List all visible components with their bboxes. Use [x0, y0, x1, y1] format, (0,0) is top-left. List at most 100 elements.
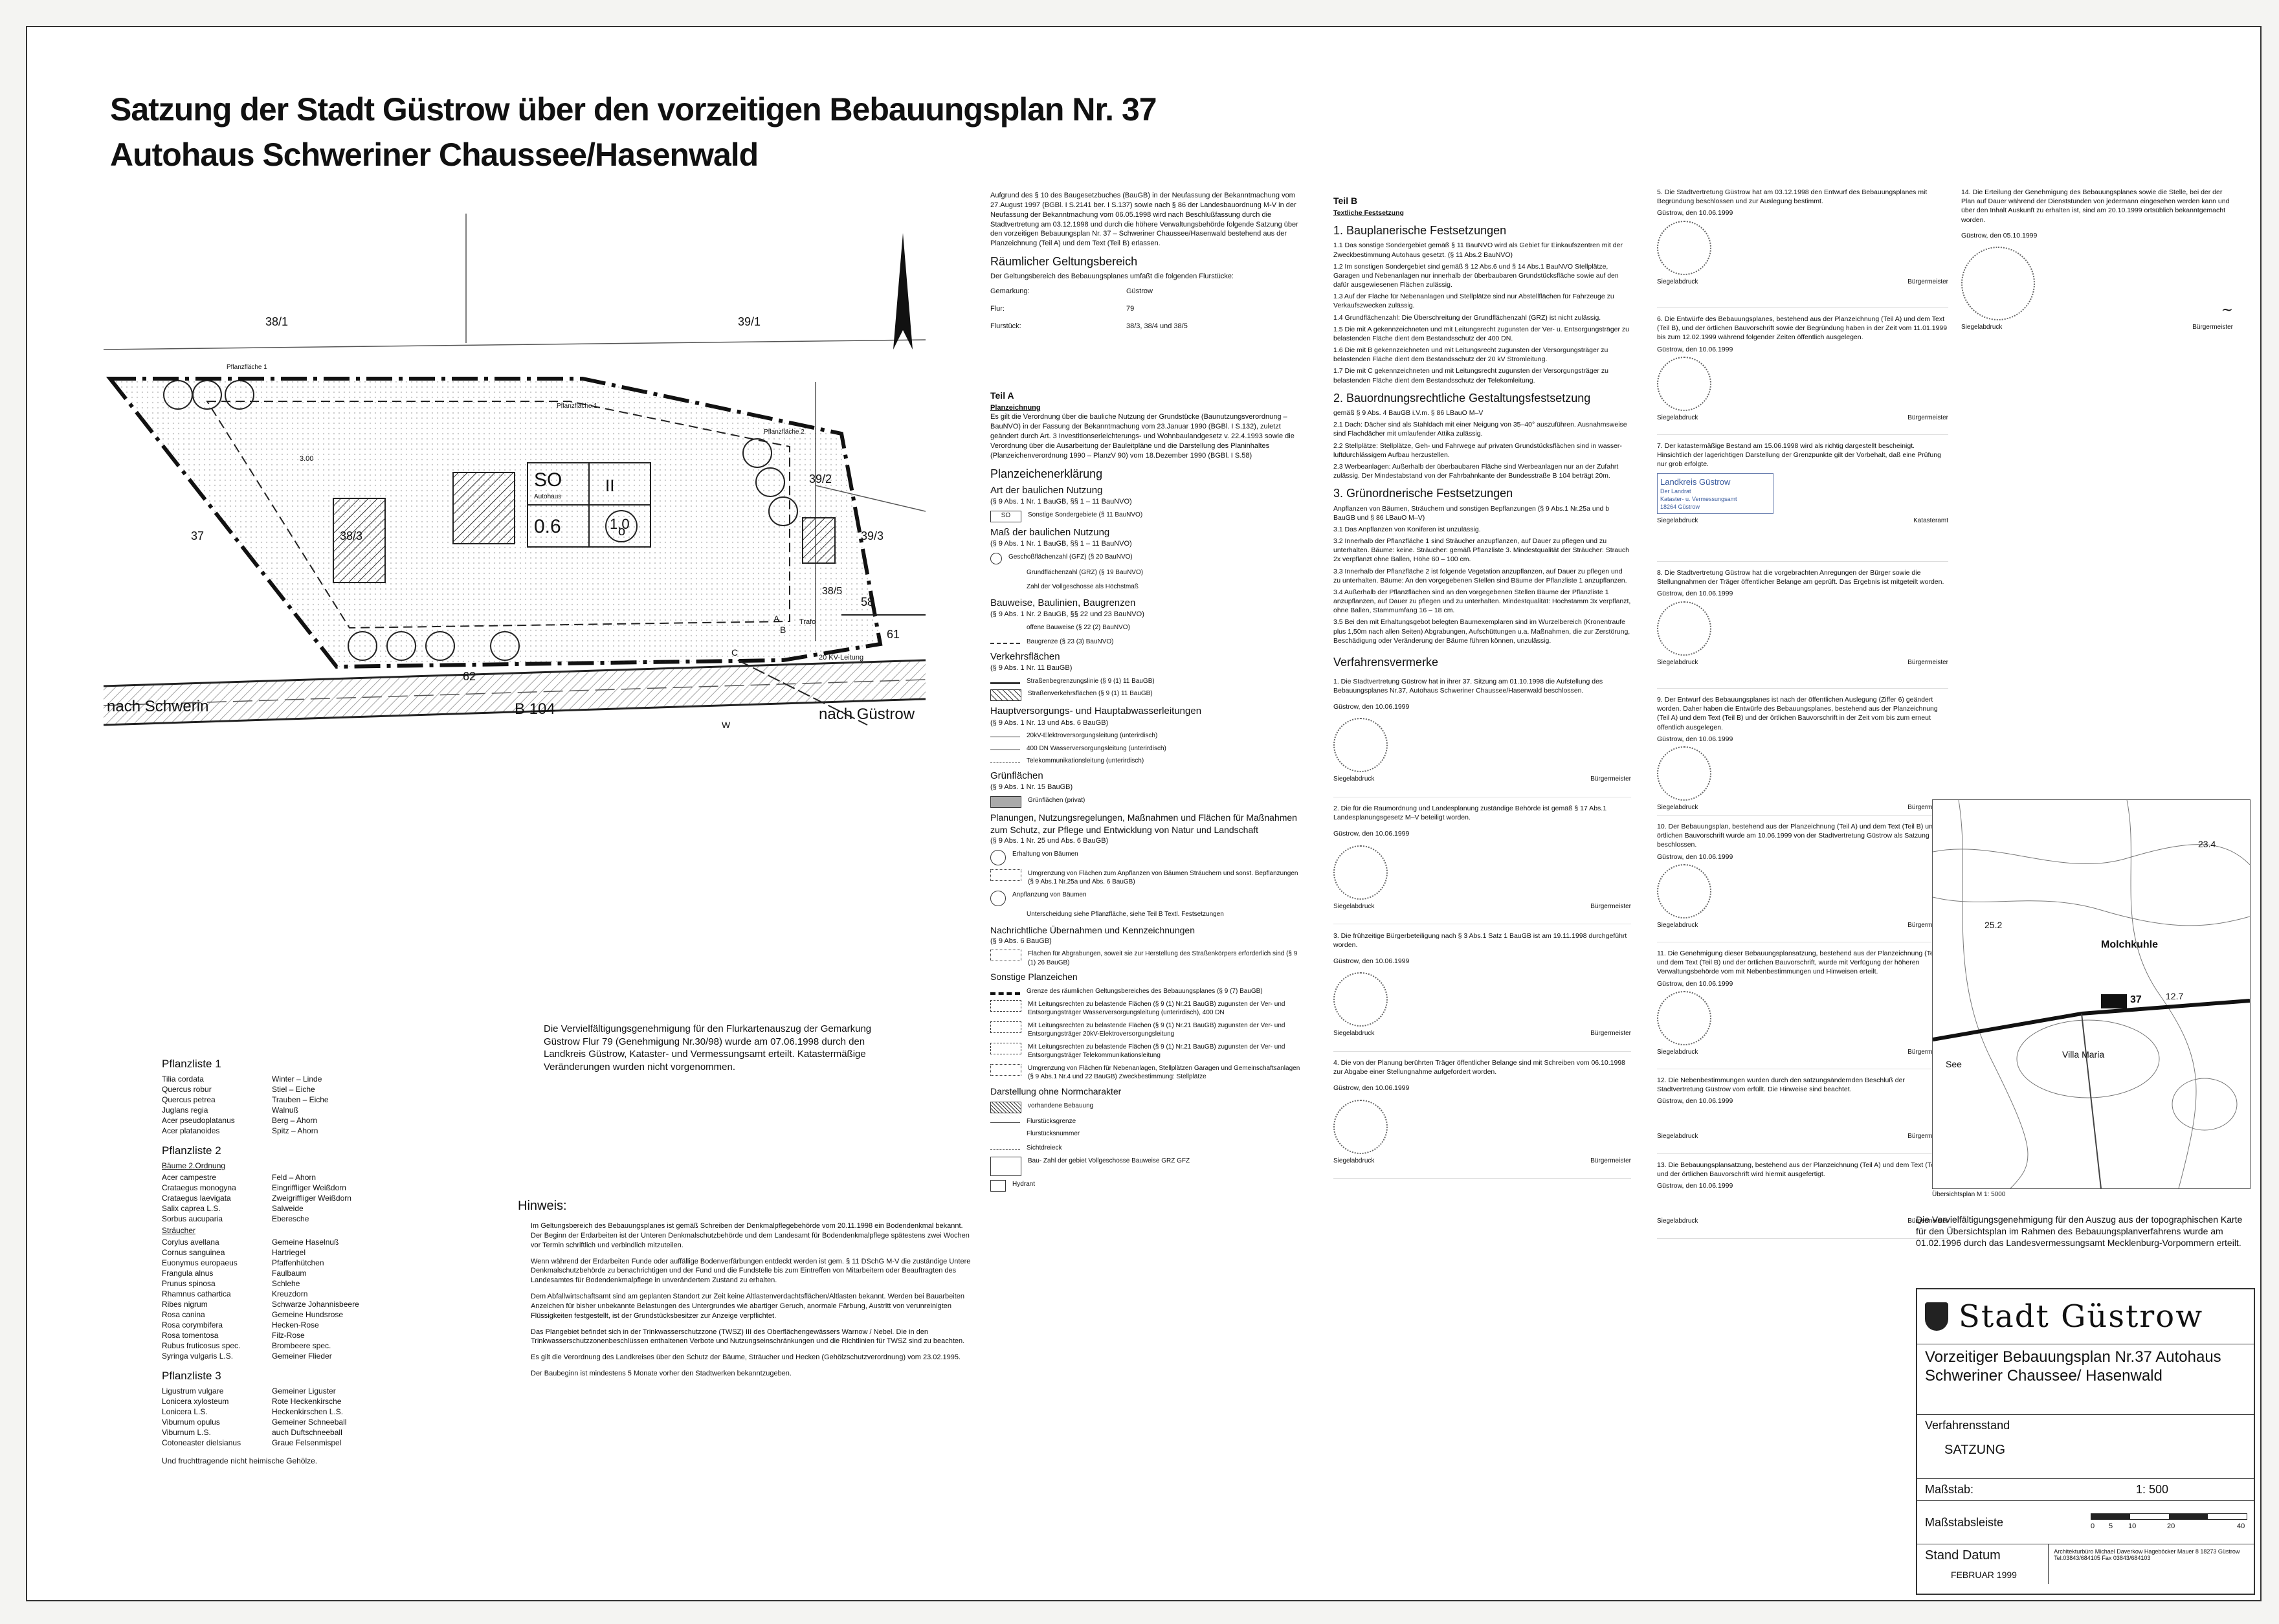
bm-label: Bürgermeister [1907, 921, 1948, 929]
legend-pfl: Unterscheidung siehe Pflanzfläche, siehe… [1027, 910, 1224, 918]
symbol-voll [990, 583, 1020, 593]
verfahren-step: 11. Die Genehmigung dieser Bebauungsplan… [1657, 949, 1948, 1069]
symbol-fsn [990, 1129, 1020, 1140]
plist-german: Heckenkirschen L.S. [272, 1407, 344, 1416]
parcel-37: 37 [191, 529, 205, 542]
parcel-62: 62 [463, 670, 476, 683]
plist-german: Pfaffenhütchen [272, 1258, 324, 1267]
teil-b-item: 1.5 Die mit A gekennzeichneten und mit L… [1333, 325, 1630, 342]
siegel-label: Siegelabdruck [1657, 658, 1698, 666]
verfahren-date: Güstrow, den 10.06.1999 [1333, 702, 1410, 711]
plan-sub: (§ 9 Abs. 1 Nr. 25 und Abs. 6 BauGB) [990, 836, 1109, 845]
parcel-38-5: 38/5 [822, 586, 843, 597]
plist-foot: Und fruchttragende nicht heimische Gehöl… [162, 1456, 318, 1465]
legend-umg-neb: Umgrenzung von Flächen für Nebenanlagen,… [1028, 1064, 1300, 1081]
plist-heading: Pflanzliste 1 [162, 1058, 221, 1070]
legend-erhaltung: Erhaltung von Bäumen [1012, 850, 1078, 858]
legend-lr-c: Mit Leitungsrechten zu belastende Fläche… [1028, 1043, 1285, 1060]
overview-map-drawing [1933, 800, 2250, 1188]
bw-heading: Bauweise, Baulinien, Baugrenzen [990, 597, 1136, 609]
legend-sbl: Straßenbegrenzungslinie (§ 9 (1) 11 BauG… [1027, 677, 1155, 685]
verfahren-date: Güstrow, den 10.06.1999 [1333, 830, 1410, 838]
legend-gruen: Grünflächen (privat) [1028, 797, 1085, 805]
raeuml-heading: Räumlicher Geltungsbereich [990, 255, 1138, 269]
legend-umgrenzung: Umgrenzung von Flächen zum Anpflanzen vo… [1028, 869, 1298, 886]
verfahren-column: 5. Die Stadtvertretung Güstrow hat am 03… [1657, 188, 1948, 1245]
plist-german: Hartriegel [272, 1248, 306, 1257]
verfahren-text: 9. Der Entwurf des Bebauungsplanes ist n… [1657, 696, 1938, 731]
plist-latin: Cornus sanguinea [162, 1248, 225, 1257]
plist-latin: Ribes nigrum [162, 1300, 208, 1309]
legend-ww: 400 DN Wasserversorgungsleitung (unterir… [1027, 744, 1166, 752]
page-title: Satzung der Stadt Güstrow über den vorze… [110, 91, 1157, 128]
symbol-grz [990, 568, 1020, 579]
dohne-heading: Darstellung ohne Normcharakter [990, 1085, 1122, 1096]
label-pflanzflaeche-2: Pflanzfläche 2 [764, 428, 805, 436]
stadt-seal-icon [1657, 601, 1711, 656]
plist-row: Rubus fruticosus spec.Brombeere spec. [162, 1341, 369, 1350]
teil-a-sub: Planzeichnung [990, 403, 1041, 412]
symbol-gfz [990, 553, 1002, 565]
teil-b-item: 1.1 Das sonstige Sondergebiet gemäß § 11… [1333, 241, 1623, 259]
plist-german: Gemeine Hundsrose [272, 1310, 344, 1319]
scale-tick-40: 40 [2237, 1522, 2245, 1530]
bm-label: Bürgermeister [1907, 1048, 1948, 1056]
stadt-seal-icon [1657, 356, 1711, 411]
nutz-so: SO [534, 469, 562, 491]
teil-b-item: 2.2 Stellplätze: Stellplätze, Geh- und F… [1333, 441, 1622, 459]
siegel-label: Siegelabdruck [1657, 1217, 1698, 1225]
tb-plan: Vorzeitiger Bebauungsplan Nr.37 Autohaus… [1917, 1344, 2254, 1415]
inset-note: Die Vervielfältigungsgenehmigung für den… [1916, 1214, 2243, 1249]
kat-sub2: Kataster- u. Vermessungsamt [1660, 496, 1737, 503]
parcel-58: 58 [861, 595, 874, 608]
symbol-lr-b [990, 1021, 1021, 1033]
legend-vorh: vorhandene Bebauung [1028, 1102, 1094, 1109]
symbol-vorh [990, 1101, 1021, 1113]
hinweis-item: Wenn während der Erdarbeiten Funde oder … [518, 1257, 971, 1286]
plist-row: Cornus sanguinea Hartriegel [162, 1248, 369, 1257]
h-bauord-sub: gemäß § 9 Abs. 4 BauGB i.V.m. § 86 LBauO… [1333, 409, 1484, 417]
bm-label: Bürgermeister [1590, 1157, 1631, 1164]
legend-tk: Telekommunikationsleitung (unterirdisch) [1027, 757, 1144, 765]
legend-sv: Straßenverkehrsflächen (§ 9 (1) 11 BauGB… [1028, 690, 1153, 698]
overview-caption: Übersichtsplan M 1: 5000 [1932, 1191, 2006, 1198]
verfahren-step-7: 7. Der katastermäßige Bestand am 15.06.1… [1657, 441, 1948, 562]
plist-german: Salweide [272, 1204, 304, 1213]
verfahren-date: Güstrow, den 10.06.1999 [1657, 979, 1733, 988]
teil-b-item: 1.6 Die mit B gekennzeichneten und mit L… [1333, 346, 1608, 364]
teil-a-text: Es gilt die Verordnung über die bauliche… [990, 413, 1295, 460]
inset-see: See [1946, 1059, 1962, 1069]
plist-latin: Acer campestre [162, 1173, 217, 1182]
hinweis-text: Das Plangebiet befindet sich in der Trin… [531, 1328, 965, 1346]
gruen-sub: (§ 9 Abs. 1 Nr. 15 BauGB) [990, 783, 1073, 792]
plist-heading: Pflanzliste 3 [162, 1370, 221, 1382]
siegel-label: Siegelabdruck [1657, 517, 1698, 525]
fst-key: Flurstück: [990, 322, 1021, 330]
kat-office: Landkreis Güstrow [1660, 476, 1731, 487]
title-block: Stadt Güstrow Vorzeitiger Bebauungsplan … [1916, 1288, 2255, 1595]
verfahren-text: 13. Die Bebauungsplansatzung, bestehend … [1657, 1161, 1946, 1179]
siegel-label: Siegelabdruck [1657, 803, 1698, 811]
plist-heading: Pflanzliste 2 [162, 1144, 221, 1157]
plist-german: Eberesche [272, 1214, 309, 1223]
plist-german: Gemeiner Liguster [272, 1386, 336, 1396]
symbol-umg-neb [990, 1063, 1021, 1076]
siegel-label: Siegelabdruck [1333, 775, 1375, 783]
plist-heading: Sträucher [162, 1226, 196, 1235]
vervielfaeltigung-note: Die Vervielfältigungsgenehmigung für den… [544, 1023, 872, 1073]
verfahren-text: 2. Die für die Raumordnung und Landespla… [1333, 805, 1607, 822]
plist-latin: Rosa tomentosa [162, 1331, 219, 1340]
verfahren-text: 6. Die Entwürfe des Bebauungsplanes, bes… [1657, 315, 1948, 342]
step-14: 14. Die Erteilung der Genehmigung des Be… [1961, 188, 2233, 331]
legend-fsn: Flurstücksnummer [1027, 1130, 1080, 1138]
verfahren-date: Güstrow, den 10.06.1999 [1657, 852, 1733, 861]
symbol-sbl [990, 682, 1020, 684]
